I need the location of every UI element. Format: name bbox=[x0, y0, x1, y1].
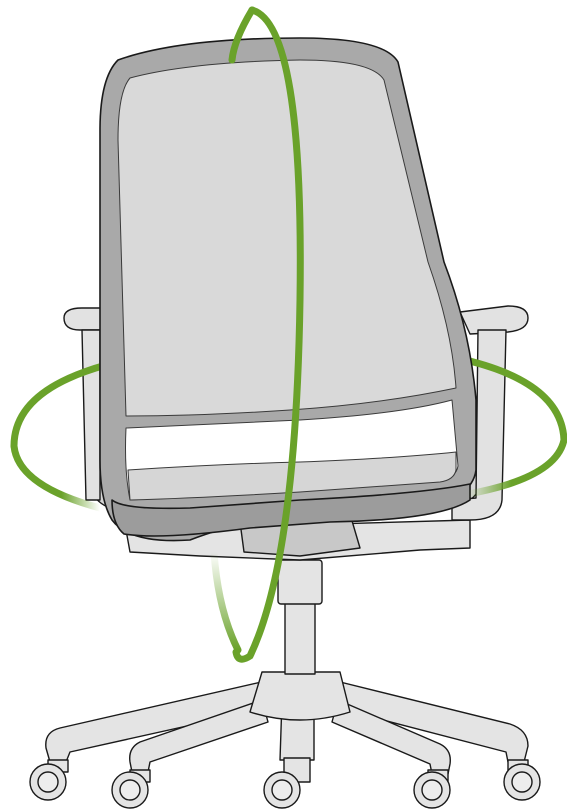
armrest-left-pad bbox=[64, 308, 104, 330]
chair-backrest bbox=[100, 38, 476, 541]
vertical-rotation-ring-lower-fade bbox=[214, 552, 238, 650]
caster-1 bbox=[30, 760, 68, 800]
caster-4 bbox=[414, 770, 450, 808]
caster-2 bbox=[112, 770, 150, 808]
armrest-left-post bbox=[82, 330, 100, 500]
caster-5 bbox=[504, 760, 540, 800]
gas-cylinder-top bbox=[278, 560, 322, 604]
chair-base bbox=[30, 560, 540, 808]
gas-cylinder bbox=[285, 600, 315, 674]
caster-3 bbox=[264, 758, 310, 808]
base-hub bbox=[250, 672, 350, 720]
